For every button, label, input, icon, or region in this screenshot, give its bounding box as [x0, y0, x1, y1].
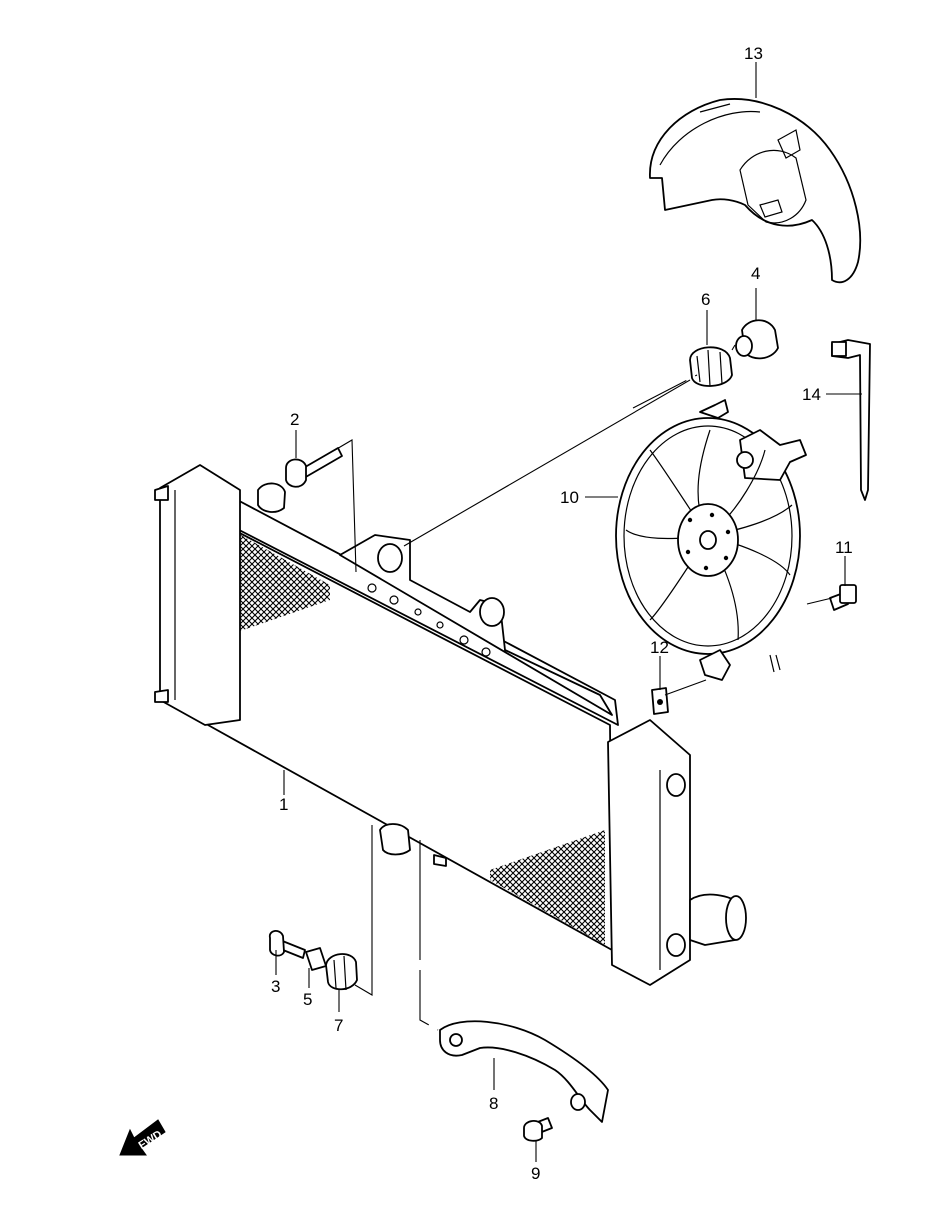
callout-4: 4 — [751, 264, 760, 283]
callout-10: 10 — [560, 488, 579, 507]
fan-shroud — [649, 98, 861, 284]
direction-arrow-icon: FWD — [119, 1119, 166, 1156]
bolt-upper — [285, 447, 343, 488]
callout-8: 8 — [489, 1094, 498, 1113]
callout-6: 6 — [701, 290, 710, 309]
assembly-lines — [334, 344, 833, 1031]
grommet-upper — [689, 346, 733, 387]
cable-tie — [831, 339, 871, 501]
collar-bushing — [735, 319, 779, 360]
radiator — [154, 464, 747, 986]
bolt-fan — [829, 584, 857, 611]
callout-3: 3 — [271, 977, 280, 996]
lower-bracket — [439, 1020, 609, 1123]
collar-lower — [305, 947, 327, 971]
callouts: 1 2 3 4 5 6 7 8 9 10 11 12 13 14 — [271, 44, 862, 1183]
callout-13: 13 — [744, 44, 763, 63]
clip-nut — [651, 687, 669, 715]
bolt-lower — [268, 930, 306, 959]
callout-5: 5 — [303, 990, 312, 1009]
cooling-fan — [615, 399, 807, 681]
callout-14: 14 — [802, 385, 821, 404]
callout-11: 11 — [835, 538, 853, 557]
callout-1: 1 — [279, 795, 288, 814]
callout-2: 2 — [290, 410, 299, 429]
callout-7: 7 — [334, 1016, 343, 1035]
callout-9: 9 — [531, 1164, 540, 1183]
bolt-bracket — [523, 1117, 553, 1142]
grommet-lower — [325, 953, 358, 991]
callout-12: 12 — [650, 638, 669, 657]
